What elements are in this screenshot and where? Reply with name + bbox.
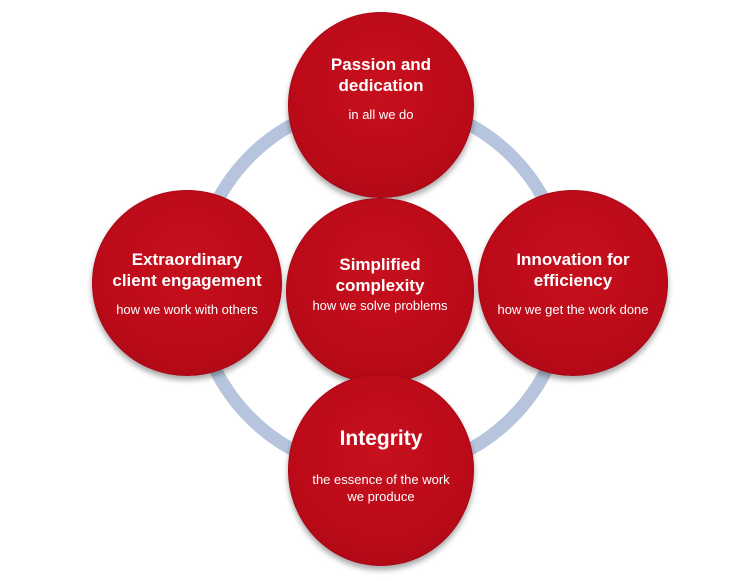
node-integrity-subtitle: the essence of the work we produce: [312, 471, 450, 504]
node-client-engagement-title: Extraordinary client engagement: [112, 249, 262, 290]
node-integrity-title: Integrity: [339, 426, 423, 450]
node-innovation-title: Innovation for efficiency: [516, 249, 630, 290]
node-innovation: Innovation for efficiency how we get the…: [478, 190, 668, 376]
node-passion-title: Passion and dedication: [330, 54, 432, 95]
node-simplified-complexity-title: Simplified complexity: [335, 255, 425, 295]
node-innovation-subtitle: how we get the work done: [497, 301, 649, 317]
node-simplified-complexity: Simplified complexity how we solve probl…: [286, 198, 474, 384]
node-simplified-complexity-subtitle: how we solve problems: [312, 298, 448, 313]
node-client-engagement: Extraordinary client engagement how we w…: [92, 190, 282, 376]
node-passion: Passion and dedication in all we do: [288, 12, 474, 198]
node-integrity: Integrity the essence of the work we pro…: [288, 374, 474, 566]
node-passion-subtitle: in all we do: [348, 106, 414, 122]
node-client-engagement-subtitle: how we work with others: [116, 301, 258, 317]
